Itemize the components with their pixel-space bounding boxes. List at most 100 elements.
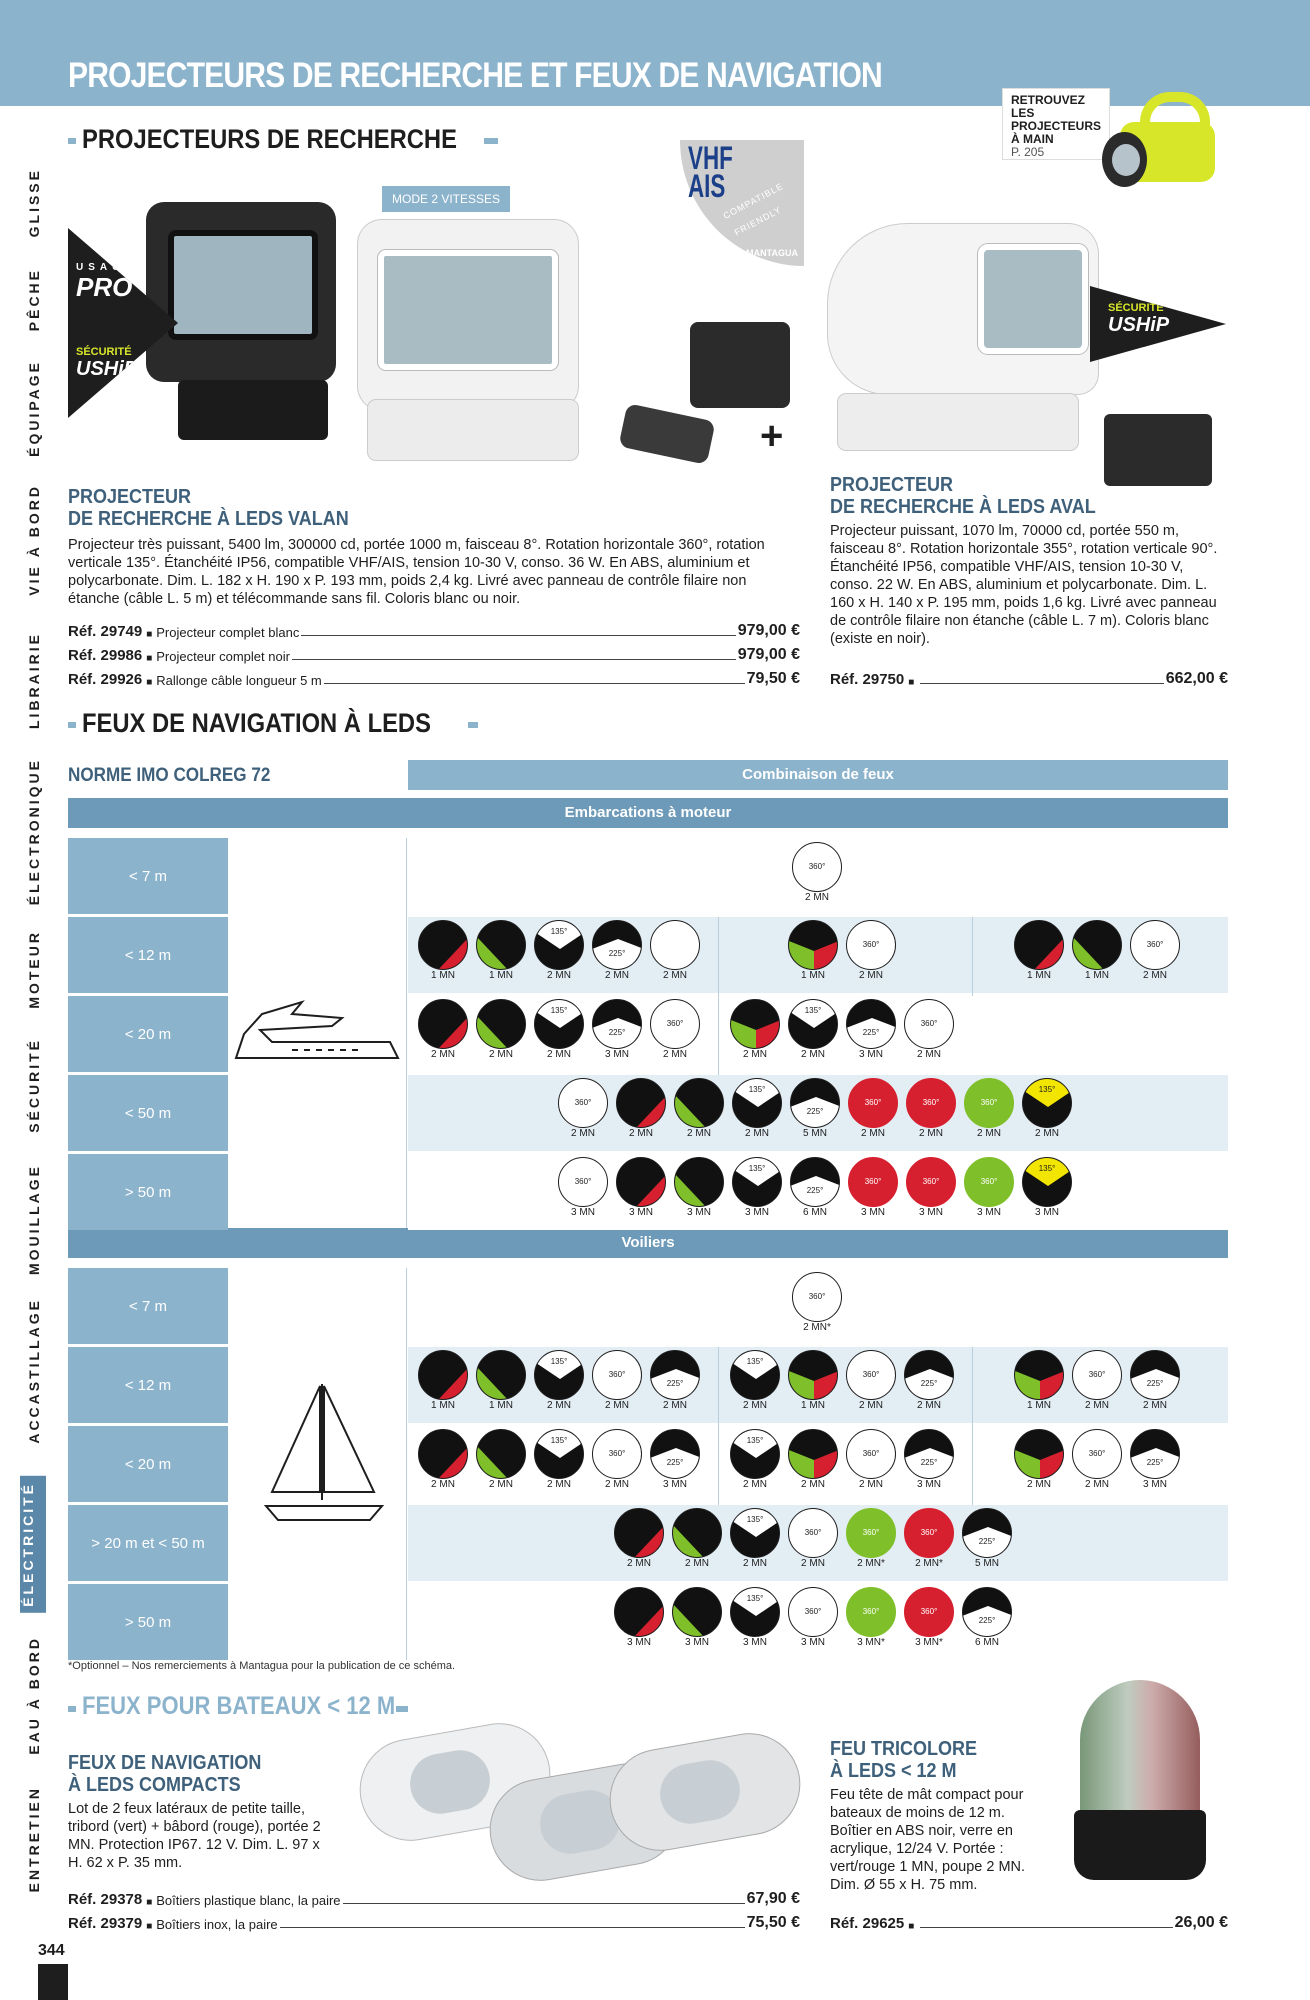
light-range-label: 2 MN xyxy=(431,1049,455,1060)
light-angle: 360° xyxy=(862,1607,880,1616)
light-circle: 225° xyxy=(592,999,642,1049)
ref-number: Réf. 29986 xyxy=(68,647,143,664)
column-divider xyxy=(972,1347,973,1505)
light-circle xyxy=(672,1508,722,1558)
light-angle: 360° xyxy=(804,1607,822,1616)
light-range-label: 3 MN xyxy=(801,1637,825,1648)
light-circle: 135° xyxy=(730,1587,780,1637)
light-circle: 360° xyxy=(848,1078,898,1128)
light-range-label: 3 MN* xyxy=(857,1637,885,1648)
sidebar-item-eau-a-bord[interactable]: EAU À BORD xyxy=(26,1636,42,1755)
sidebar-item-librairie[interactable]: LIBRAIRIE xyxy=(26,632,42,729)
moteur-row-label: < 20 m xyxy=(68,996,228,1072)
light-circle xyxy=(1014,920,1064,970)
light-range-label: 2 MN xyxy=(801,1479,825,1490)
light-angle: 225° xyxy=(666,1379,684,1388)
compacts-description: Lot de 2 feux latéraux de petite taille,… xyxy=(68,1801,321,1871)
light-range-label: 2 MN xyxy=(605,1479,629,1490)
sidebar-item-equipage[interactable]: ÉQUIPAGE xyxy=(26,360,42,457)
voilier-row-label: > 20 m et < 50 m xyxy=(68,1505,228,1581)
tricolore-ref-row[interactable]: Réf. 29625■26,00 € xyxy=(830,1914,1228,1932)
light-range-label: 2 MN xyxy=(571,1128,595,1139)
light-circle: 360° xyxy=(906,1157,956,1207)
light-angle: 360° xyxy=(920,1607,938,1616)
light-angle: 360° xyxy=(1146,940,1164,949)
sidebar-item-entretien[interactable]: ENTRETIEN xyxy=(26,1786,42,1893)
sidebar-item-peche[interactable]: PÊCHE xyxy=(26,268,42,332)
light-circle: 360° xyxy=(592,1429,642,1479)
light-circle: 360° xyxy=(904,1508,954,1558)
light-range-label: 2 MN xyxy=(547,1049,571,1060)
light-range-label: 3 MN xyxy=(917,1479,941,1490)
light-range-label: 1 MN xyxy=(431,970,455,981)
leader-line xyxy=(301,635,736,636)
ref-price: 662,00 € xyxy=(1165,670,1228,687)
light-range-label: 2 MN xyxy=(743,1400,767,1411)
moteur-row-label: < 50 m xyxy=(68,1075,228,1151)
light-range-label: 2 MN* xyxy=(857,1558,885,1569)
light-angle: 360° xyxy=(862,1449,880,1458)
light-range-label: 2 MN xyxy=(859,1479,883,1490)
sidebar-item-securite[interactable]: SÉCURITÉ xyxy=(26,1038,42,1133)
norme-label: NORME IMO COLREG 72 xyxy=(68,765,271,786)
sidebar-item-vie-a-bord[interactable]: VIE À BORD xyxy=(26,484,42,596)
light-circle xyxy=(674,1157,724,1207)
aside-callout[interactable]: RETROUVEZ LES PROJECTEURS À MAIN P. 205 xyxy=(1002,88,1110,160)
light-circle xyxy=(614,1508,664,1558)
sidebar-item-electricite[interactable]: ÉLECTRICITÉ xyxy=(20,1476,46,1613)
light-angle: 225° xyxy=(608,1028,626,1037)
light-circle: 360° xyxy=(906,1078,956,1128)
square-icon: ■ xyxy=(908,677,915,688)
sidebar-item-glisse[interactable]: GLISSE xyxy=(26,168,42,238)
leader-line xyxy=(920,1927,1173,1928)
mantagua-label: MANTAGUA xyxy=(746,248,798,258)
light-range-label: 2 MN* xyxy=(915,1558,943,1569)
light-angle: 225° xyxy=(608,949,626,958)
ref-price: 979,00 € xyxy=(737,646,800,663)
aval-title: PROJECTEUR DE RECHERCHE À LEDS AVAL xyxy=(830,474,1190,518)
light-circle: 360° xyxy=(964,1157,1014,1207)
light-circle xyxy=(788,920,838,970)
sidebar-item-accastillage[interactable]: ACCASTILLAGE xyxy=(26,1298,42,1444)
light-circle xyxy=(788,1350,838,1400)
light-sector xyxy=(477,937,509,969)
light-range-label: 2 MN xyxy=(663,1049,687,1060)
leader-line xyxy=(279,1927,745,1928)
light-circle xyxy=(1072,920,1122,970)
light-sector xyxy=(437,937,467,969)
light-range-label: 2 MN xyxy=(629,1128,653,1139)
ref-price: 75,50 € xyxy=(746,1914,800,1931)
light-angle: 225° xyxy=(666,1458,684,1467)
light-range-label: 3 MN xyxy=(861,1207,885,1218)
light-circle: 360° xyxy=(846,1587,896,1637)
light-circle: 225° xyxy=(592,920,642,970)
light-range-label: 3 MN xyxy=(629,1207,653,1218)
sidebar-item-electronique[interactable]: ÉLECTRONIQUE xyxy=(26,758,42,906)
tricolore-title-1: FEU TRICOLORE xyxy=(830,1738,978,1760)
light-angle: 360° xyxy=(1088,1449,1106,1458)
sidebar-item-moteur[interactable]: MOTEUR xyxy=(26,930,42,1009)
light-circle: 360° xyxy=(792,842,842,892)
compacts-title-2: À LEDS COMPACTS xyxy=(68,1774,241,1796)
compacts-ref-row-1[interactable]: Réf. 29378■Boîtiers plastique blanc, la … xyxy=(68,1890,800,1908)
light-range-label: 1 MN xyxy=(1027,970,1051,981)
light-range-label: 2 MN xyxy=(1143,970,1167,981)
light-angle: 360° xyxy=(608,1370,626,1379)
light-circle xyxy=(672,1587,722,1637)
voilier-row-label: < 12 m xyxy=(68,1347,228,1423)
ref-label: Projecteur complet noir xyxy=(156,649,290,664)
light-angle: 135° xyxy=(550,1006,568,1015)
light-sector xyxy=(635,1174,665,1206)
light-range-label: 2 MN xyxy=(1035,1128,1059,1139)
aval-ref-row[interactable]: Réf. 29750■662,00 € xyxy=(830,670,1228,688)
vhf-label: VHF xyxy=(688,140,733,176)
light-range-label: 2 MN xyxy=(919,1128,943,1139)
sidebar-item-mouillage[interactable]: MOUILLAGE xyxy=(26,1164,42,1275)
light-angle: 135° xyxy=(748,1164,766,1173)
light-angle: 225° xyxy=(978,1537,996,1546)
light-range-label: 3 MN xyxy=(685,1637,709,1648)
